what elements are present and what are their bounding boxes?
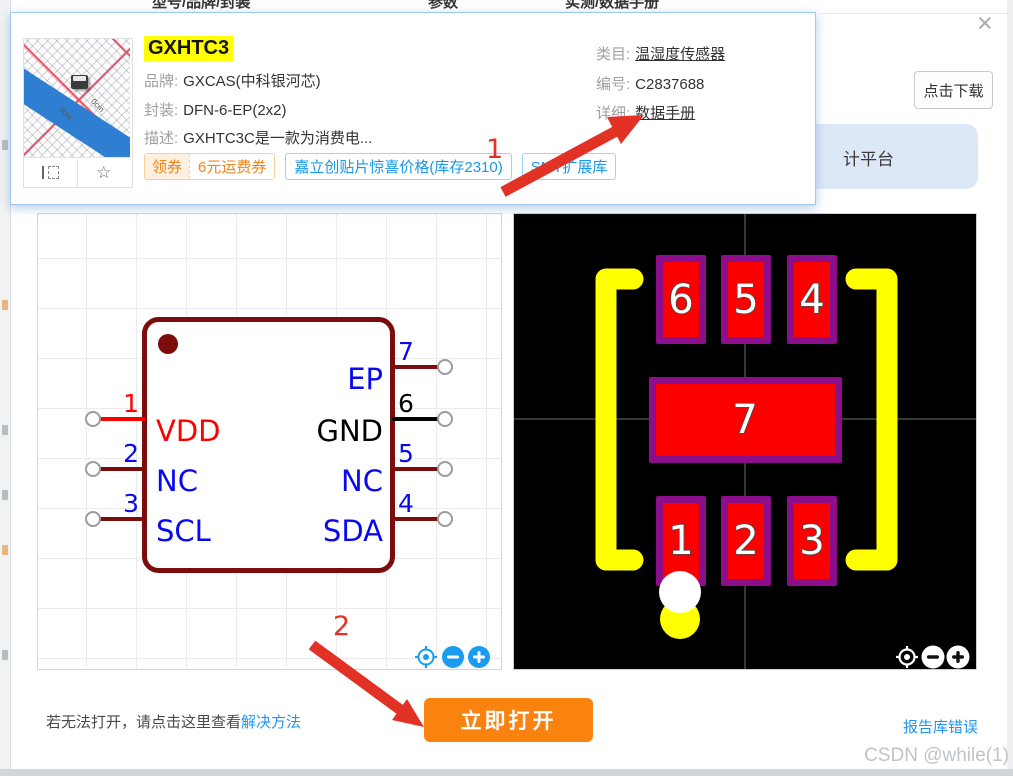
pad-number-7: 7 <box>732 397 757 443</box>
component-photo-card: 0cm 0cm ☆ <box>23 38 133 188</box>
pin-name-gnd: GND <box>317 414 384 448</box>
pad-1 <box>656 496 706 586</box>
symbol-body <box>142 317 395 573</box>
pad-6 <box>656 255 706 344</box>
favorite-button[interactable]: ☆ <box>76 158 131 187</box>
pin-name-sda: SDA <box>323 514 383 548</box>
pin-number-6: 6 <box>398 389 414 418</box>
pin-name-vdd: VDD <box>156 414 221 448</box>
datasheet-link[interactable]: 数据手册 <box>635 105 696 122</box>
pin-terminal-3 <box>85 511 101 527</box>
watermark: CSDN @while(1) <box>864 745 1009 766</box>
open-now-button[interactable]: 立即打开 <box>424 698 593 742</box>
right-edge-strip <box>1007 0 1013 769</box>
package-value: DFN-6-EP(2x2) <box>183 102 287 119</box>
price-badge-link[interactable]: 嘉立创贴片惊喜价格(库存2310) <box>285 153 512 180</box>
pin-number-7: 7 <box>398 337 414 366</box>
pin-number-1: 1 <box>123 389 139 418</box>
silkscreen-bracket-right <box>845 268 898 571</box>
pad-number-3: 3 <box>799 518 824 564</box>
pin-name-nc-left: NC <box>156 464 198 498</box>
pad-2 <box>721 496 771 586</box>
silkscreen-bracket-left <box>595 268 644 571</box>
footer-note: 若无法打开，请点击这里查看解决方法 <box>46 714 302 731</box>
download-button[interactable]: 点击下载 <box>914 71 993 109</box>
close-icon[interactable]: × <box>977 8 993 38</box>
pin-terminal-6 <box>437 411 453 427</box>
component-popup: 0cm 0cm ☆ GXHTC3 品牌:GXCAS(中科银河芯) 封装:DFN-… <box>10 12 816 205</box>
component-photo: 0cm 0cm <box>24 39 130 157</box>
footprint-canvas[interactable]: 6 5 4 7 1 2 3 <box>513 213 977 670</box>
column-header-datasheet[interactable]: 实测/数据手册 <box>565 0 660 11</box>
schematic-canvas[interactable]: 1 2 3 7 6 5 4 VDD NC SCL EP GND NC SDA <box>37 213 502 670</box>
component-title[interactable]: GXHTC3 <box>144 36 234 61</box>
pad-number-1: 1 <box>668 518 693 564</box>
pin1-marker-white-dot <box>659 571 701 613</box>
report-error-link[interactable]: 报告库错误 <box>903 719 979 736</box>
chip-in-photo <box>71 75 88 89</box>
solution-link[interactable]: 解决方法 <box>241 714 302 731</box>
description-value: GXHTC3C是一款为消费电... <box>183 130 373 147</box>
category-row: 类目:温湿度传感器 <box>596 46 726 63</box>
description-row: 描述:GXHTC3C是一款为消费电... <box>144 130 373 147</box>
dialog-header-divider <box>818 13 1007 14</box>
schematic-zoom-out-button[interactable] <box>442 646 464 668</box>
pad-number-4: 4 <box>799 277 824 323</box>
pin-number-2: 2 <box>123 439 139 468</box>
partno-value: C2837688 <box>635 76 705 93</box>
pin-terminal-1 <box>85 411 101 427</box>
background-page-sliver <box>0 0 11 776</box>
brand-value: GXCAS(中科银河芯) <box>183 73 321 90</box>
pin1-indicator-dot <box>158 334 178 354</box>
column-header-params[interactable]: 参数 <box>428 0 459 11</box>
smt-library-badge: SMT扩展库 <box>521 153 617 180</box>
step-2-label: 2 <box>333 611 351 642</box>
pin-number-3: 3 <box>123 489 139 518</box>
banner-partial-text: 计平台 <box>843 150 894 169</box>
bottom-edge-strip <box>0 769 1013 776</box>
footprint-zoom-in-button[interactable] <box>946 645 970 669</box>
pin-terminal-4 <box>437 511 453 527</box>
column-header-spec[interactable]: 型号/品牌/封装 <box>152 0 251 11</box>
footprint-compare-icon <box>41 166 59 179</box>
pad-4 <box>787 255 837 344</box>
category-link[interactable]: 温湿度传感器 <box>635 46 726 63</box>
schematic-zoom-in-button[interactable] <box>468 646 490 668</box>
pad-number-6: 6 <box>668 277 693 323</box>
pad-7 <box>649 377 842 463</box>
pad-number-5: 5 <box>733 277 758 323</box>
coupon-tag: 领券 <box>145 154 190 179</box>
datasheet-row: 详细:数据手册 <box>596 105 696 122</box>
pin-name-ep: EP <box>347 362 383 396</box>
partno-row: 编号:C2837688 <box>596 76 705 93</box>
pin-terminal-7 <box>437 359 453 375</box>
pad-3 <box>787 496 837 586</box>
pin-number-4: 4 <box>398 489 414 518</box>
schematic-locate-button[interactable] <box>415 646 437 668</box>
pad-number-2: 2 <box>733 518 758 564</box>
footprint-zoom-out-button[interactable] <box>921 645 945 669</box>
pin-number-5: 5 <box>398 439 414 468</box>
coupon-badge[interactable]: 领券 6元运费券 <box>144 153 276 180</box>
package-row: 封装:DFN-6-EP(2x2) <box>144 102 287 119</box>
pad-5 <box>721 255 771 344</box>
brand-row: 品牌:GXCAS(中科银河芯) <box>144 73 321 90</box>
pin-terminal-5 <box>437 461 453 477</box>
footprint-locate-button[interactable] <box>896 646 918 668</box>
pin-name-scl: SCL <box>156 514 211 548</box>
pin-name-nc-right: NC <box>341 464 383 498</box>
star-icon: ☆ <box>96 163 112 182</box>
pin-terminal-2 <box>85 461 101 477</box>
arrow-2-head <box>392 699 424 727</box>
footprint-compare-button[interactable] <box>24 158 77 187</box>
step-1-label: 1 <box>486 134 504 165</box>
coupon-text: 6元运费券 <box>189 154 275 179</box>
